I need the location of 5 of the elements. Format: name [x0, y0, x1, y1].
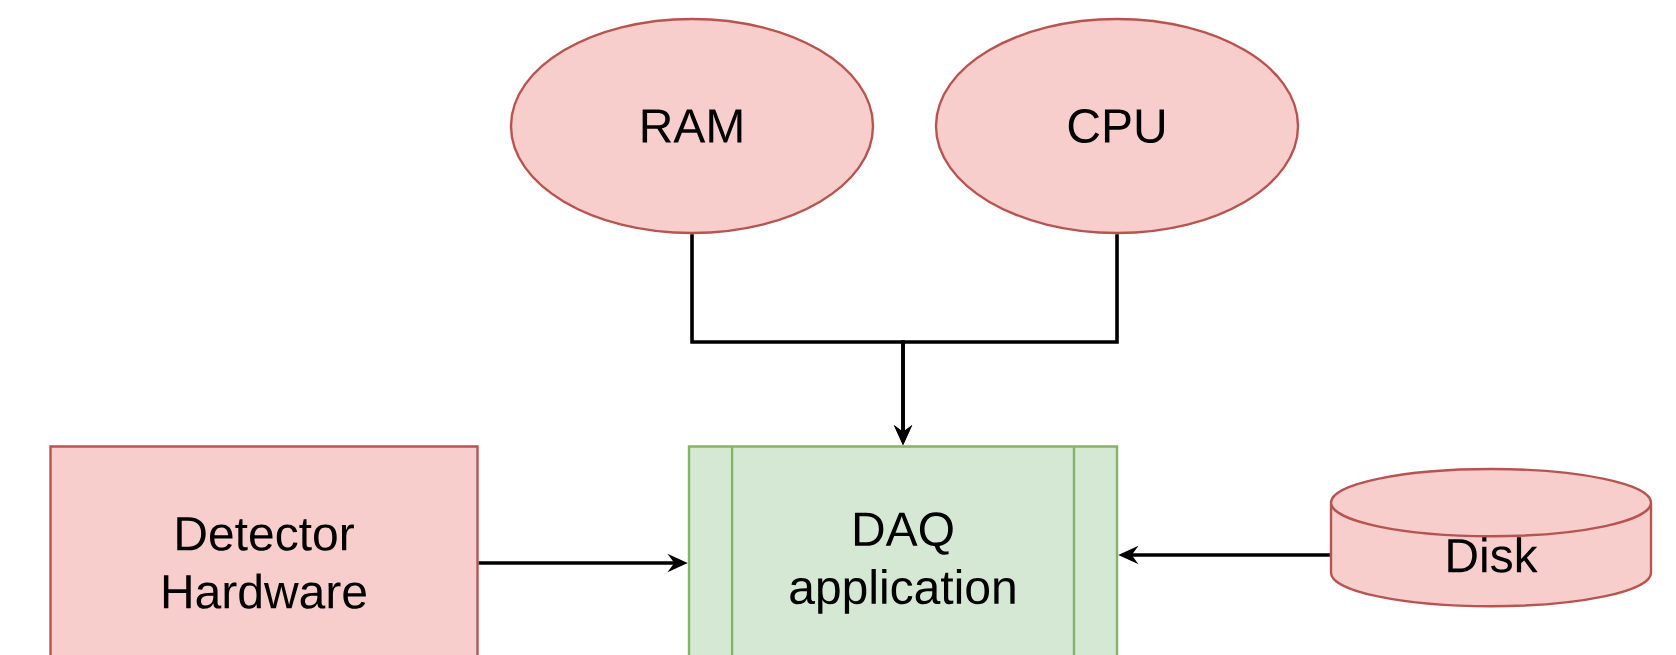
ellipse-node: RAM — [509, 17, 875, 235]
process-box: DAQ application — [687, 445, 1119, 655]
disk-cylinder: Disk — [1329, 467, 1653, 608]
hardware-box: Detector Hardware — [49, 445, 479, 655]
ellipse-node: CPU — [934, 17, 1300, 235]
